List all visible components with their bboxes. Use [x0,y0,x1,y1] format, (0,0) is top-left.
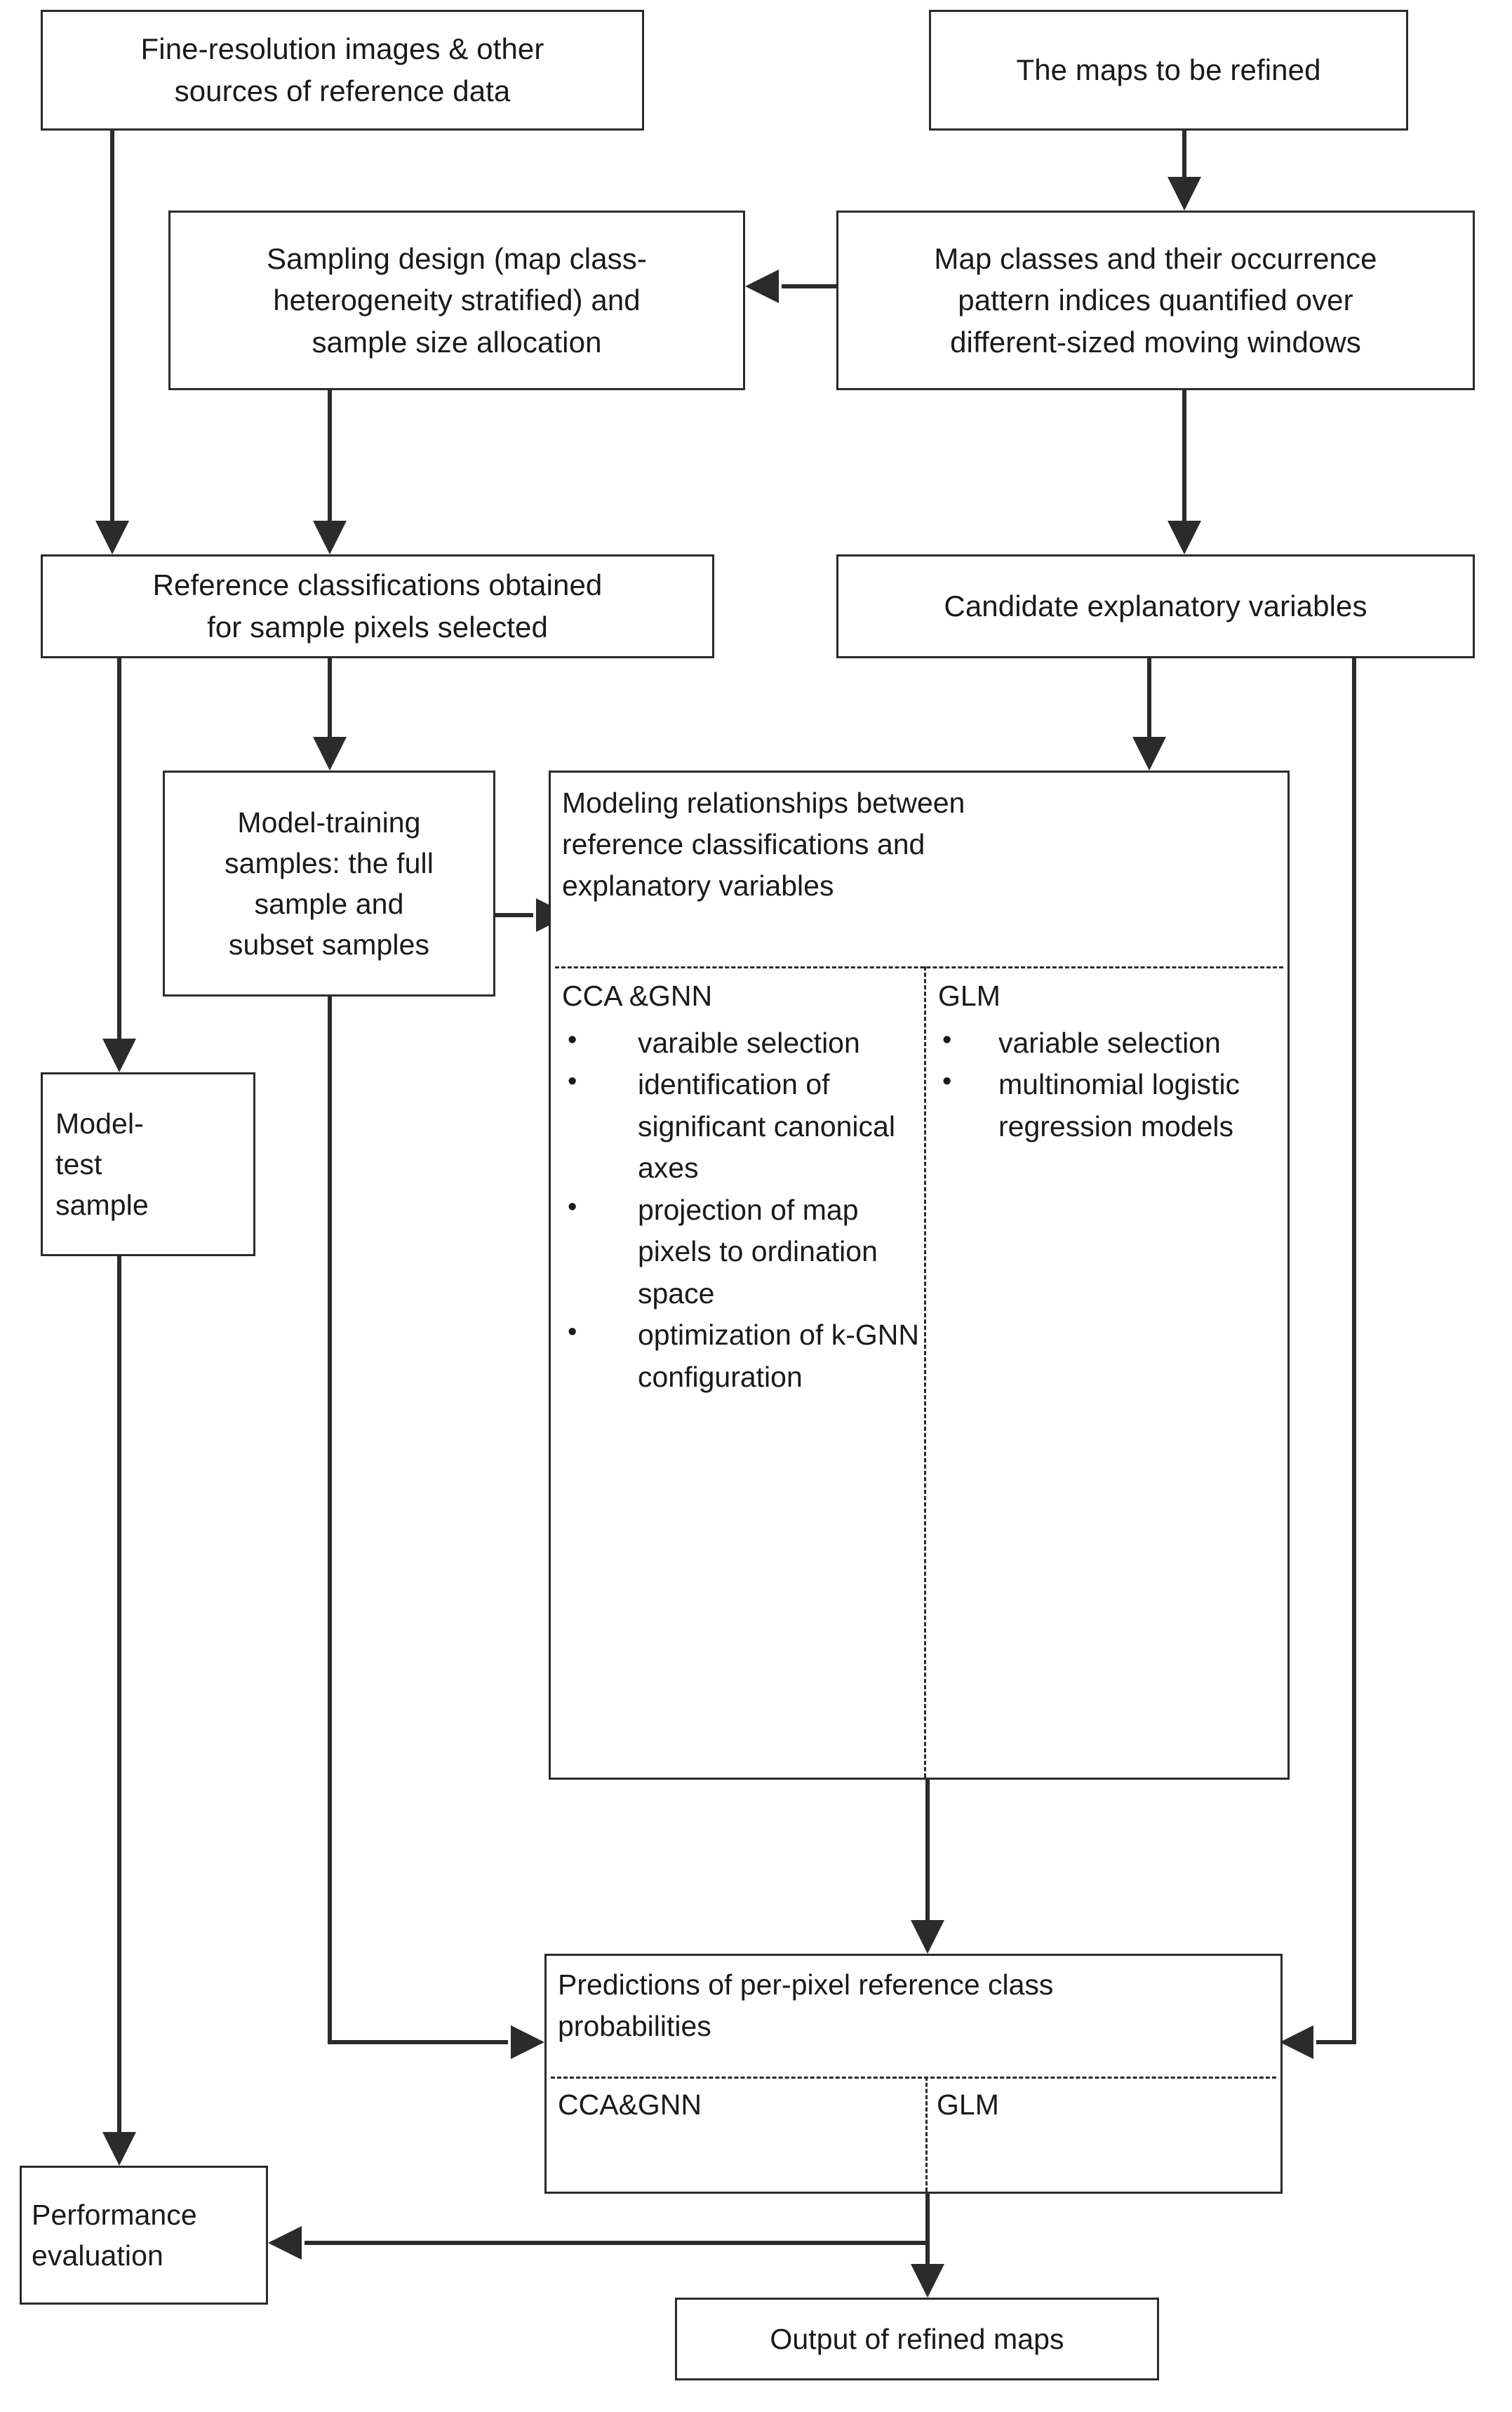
arrowhead-mapclasses-to-candidate [1168,521,1201,554]
arrowhead-reference-to-training [313,737,347,771]
panel-modeling-relationships[interactable]: Modeling relationships between reference… [549,771,1290,1780]
node-label: Map classes and their occurrence pattern… [934,241,1377,359]
node-label: Sampling design (map class- heterogeneit… [267,241,647,359]
node-label: Fine-resolution images & other sources o… [140,32,544,107]
panel-vertical-divider [924,966,926,1778]
list-item: multinomial logistic regression models [938,1062,1275,1147]
predictions-vertical-divider [925,2077,928,2192]
list-item: optimization of k-GNN configuration [562,1313,924,1398]
arrowhead-maps-to-mapclasses [1168,177,1201,211]
bullet-list-cca-gnn: varaible selection identification of sig… [562,1021,924,1398]
node-label: Performance evaluation [32,2198,197,2272]
node-sampling-design[interactable]: Sampling design (map class- heterogeneit… [168,211,745,390]
arrowhead-predictions-to-output [911,2264,944,2298]
node-model-training-samples[interactable]: Model-training samples: the full sample … [163,771,495,997]
node-label: Model-training samples: the full sample … [225,806,434,961]
arrowhead-reference-to-testsample [102,1039,136,1072]
list-item: projection of map pixels to ordination s… [562,1188,924,1314]
arrowhead-candidate-to-modeling [1132,737,1166,771]
node-output-refined-maps[interactable]: Output of refined maps [675,2298,1159,2380]
node-model-test-sample[interactable]: Model- test sample [41,1072,255,1256]
list-item: variable selection [938,1021,1275,1064]
node-map-classes[interactable]: Map classes and their occurrence pattern… [836,211,1475,390]
arrowhead-fine-to-reference [95,521,129,554]
edge-candidate-to-predictions [1316,658,1356,2044]
arrowhead-sampling-to-reference [313,521,347,554]
panel-predictions[interactable]: Predictions of per-pixel reference class… [544,1954,1283,2194]
bullet-list-glm: variable selection multinomial logistic … [938,1021,1275,1147]
panel-heading: Modeling relationships between reference… [562,787,965,902]
predictions-label-glm: GLM [937,2088,999,2121]
node-label: Candidate explanatory variables [944,589,1367,623]
arrowhead-testsample-to-performance [102,2132,136,2166]
node-label: Model- test sample [55,1107,149,1222]
predictions-label-cca-gnn: CCA&GNN [558,2088,702,2121]
node-label: The maps to be refined [1016,53,1321,87]
panel-heading: Predictions of per-pixel reference class… [558,1968,1054,2043]
node-fine-resolution-images[interactable]: Fine-resolution images & other sources o… [41,10,644,131]
list-item: identification of significant canonical … [562,1062,924,1189]
list-item: varaible selection [562,1021,924,1064]
panel-horizontal-divider [555,966,1283,968]
node-candidate-explanatory-variables[interactable]: Candidate explanatory variables [836,554,1475,658]
column-title-glm: GLM [938,980,1001,1012]
node-label: Output of refined maps [770,2322,1064,2355]
predictions-horizontal-divider [551,2077,1276,2079]
node-reference-classifications[interactable]: Reference classifications obtained for s… [41,554,714,658]
arrowhead-predictions-to-performance [268,2226,302,2260]
arrowhead-candidate-to-predictions [1280,2025,1313,2059]
column-title-cca-gnn: CCA &GNN [562,980,713,1012]
arrowhead-mapclasses-to-sampling [745,269,779,303]
node-maps-to-be-refined[interactable]: The maps to be refined [929,10,1408,131]
node-performance-evaluation[interactable]: Performance evaluation [20,2166,268,2305]
edge-training-to-predictions [328,997,508,2044]
arrowhead-training-to-predictions [511,2025,544,2059]
node-label: Reference classifications obtained for s… [152,568,603,644]
arrowhead-modeling-to-predictions [911,1920,944,1954]
